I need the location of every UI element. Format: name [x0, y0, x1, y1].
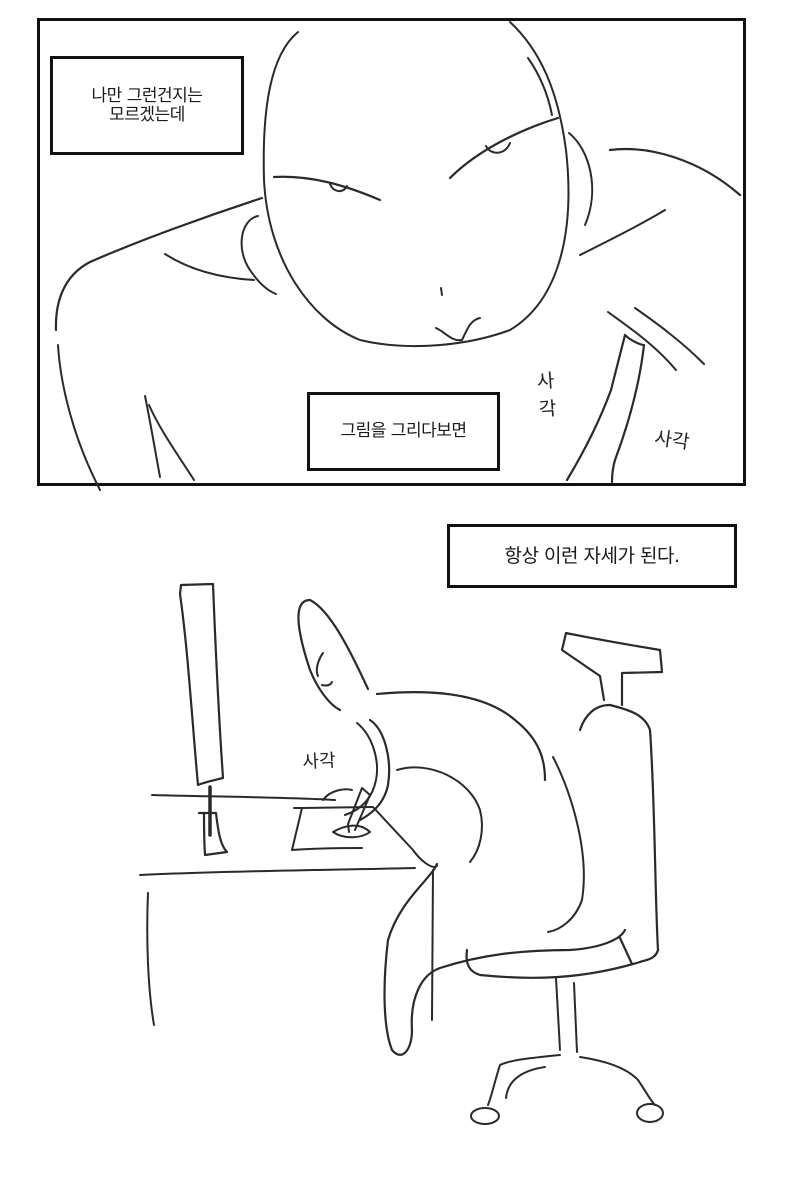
motion-line: [607, 311, 677, 371]
chair-back: [578, 703, 660, 964]
desk-edge: [372, 806, 438, 868]
chair-base: [487, 1054, 561, 1106]
chair-wheel: [636, 1103, 664, 1123]
caption-text-line: 모르겠는데: [109, 104, 185, 125]
desk-leg: [431, 869, 434, 1021]
right-collar: [568, 132, 594, 226]
motion-line: [634, 307, 705, 365]
left-shoulder: [54, 196, 264, 332]
mouth: [435, 317, 481, 342]
caption-box-posture: 항상 이런 자세가 된다.: [447, 524, 737, 588]
right-brow: [448, 116, 560, 180]
head-outline: [262, 21, 570, 348]
chair-headrest: [560, 631, 664, 707]
left-arm-inner: [144, 395, 161, 478]
right-shoulder: [608, 148, 742, 197]
monitor: [178, 582, 225, 787]
figure-arm: [358, 718, 391, 822]
chair-wheel: [470, 1107, 500, 1125]
right-eye: [485, 142, 511, 154]
left-collar: [240, 215, 277, 295]
nose: [440, 287, 443, 296]
caption-text-line: 나만 그런건지는: [91, 85, 203, 106]
chair-post: [555, 977, 578, 1053]
left-eye: [329, 183, 348, 192]
caption-box-intro: 나만 그런건지는 모르겠는데: [50, 56, 244, 155]
left-brow: [272, 175, 382, 202]
drawing-tablet: [291, 806, 373, 851]
caption-box-drawing: 그림을 그리다보면: [307, 392, 500, 471]
sound-effect-scratch: 사각: [301, 750, 337, 773]
figure-back: [375, 691, 547, 782]
figure-head: [297, 598, 370, 712]
caption-text-line: 항상 이런 자세가 된다.: [504, 544, 680, 567]
chair-seat: [465, 936, 642, 979]
drawing-arm: [565, 333, 627, 482]
desk-top: [151, 794, 336, 801]
caption-text-line: 그림을 그리다보면: [340, 421, 467, 441]
figure-thigh: [383, 862, 442, 1056]
